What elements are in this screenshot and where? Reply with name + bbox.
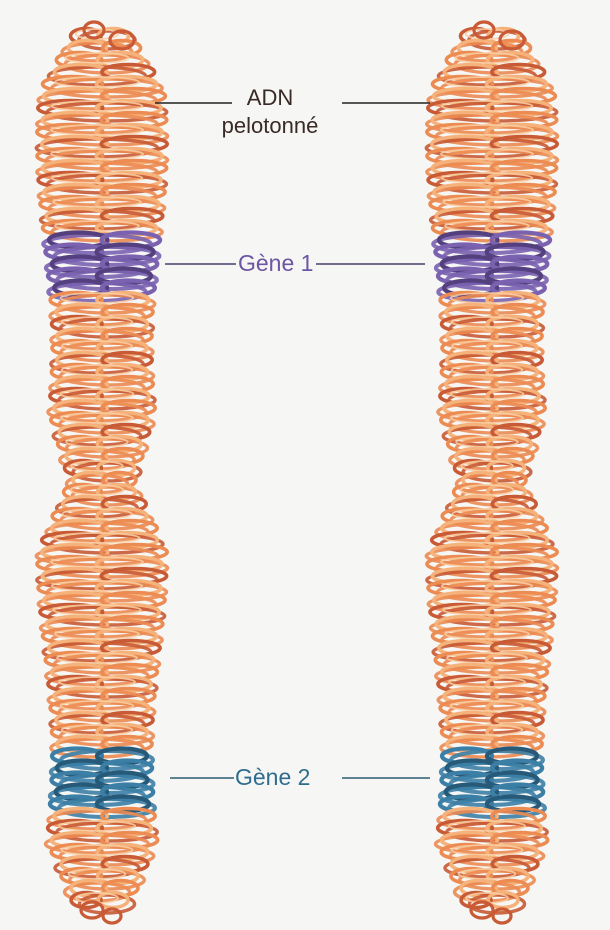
right-chromatid-end-loop: [493, 909, 511, 923]
left-chromatid: [36, 22, 167, 923]
gene1-label: Gène 1: [238, 250, 313, 277]
gene2-label: Gène 2: [235, 764, 310, 791]
leader-lines: [155, 103, 430, 778]
left-chromatid-end-loop: [103, 909, 121, 923]
right-chromatid: [426, 22, 557, 923]
dna-label: ADN pelotonné: [210, 84, 330, 140]
dna-label-line1: ADN: [210, 84, 330, 112]
dna-label-line2: pelotonné: [210, 112, 330, 140]
